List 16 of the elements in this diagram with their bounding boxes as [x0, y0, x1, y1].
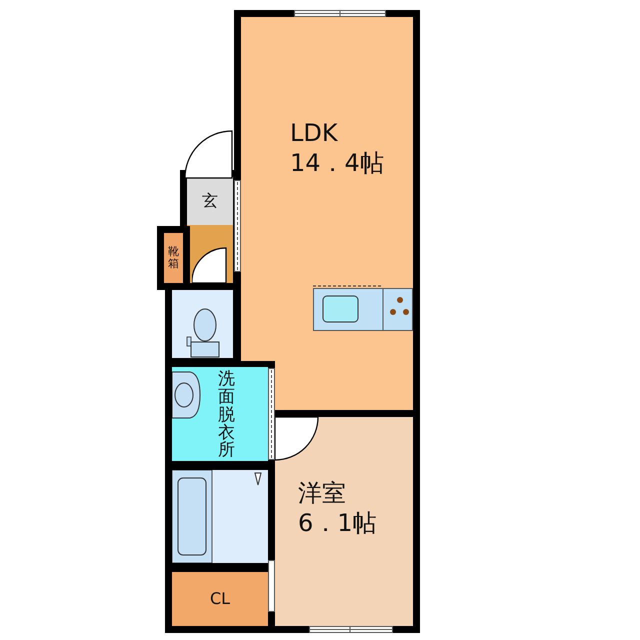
closet — [172, 572, 268, 626]
room — [275, 417, 413, 626]
room-label: 靴箱 — [168, 246, 179, 270]
room — [187, 177, 233, 225]
room — [172, 290, 233, 358]
room — [172, 470, 268, 563]
shoe-cabinet — [157, 226, 190, 290]
area-label: 6．1帖 — [298, 510, 377, 538]
room-label: 洋室 — [298, 480, 346, 508]
room-label: CL — [208, 590, 232, 608]
room — [172, 367, 268, 461]
room-label: 玄 — [201, 192, 219, 210]
room-label: 洗面脱衣所 — [218, 371, 235, 460]
room-label: LDK — [290, 120, 338, 148]
area-label: 14．4帖 — [290, 150, 384, 178]
room — [241, 17, 413, 361]
